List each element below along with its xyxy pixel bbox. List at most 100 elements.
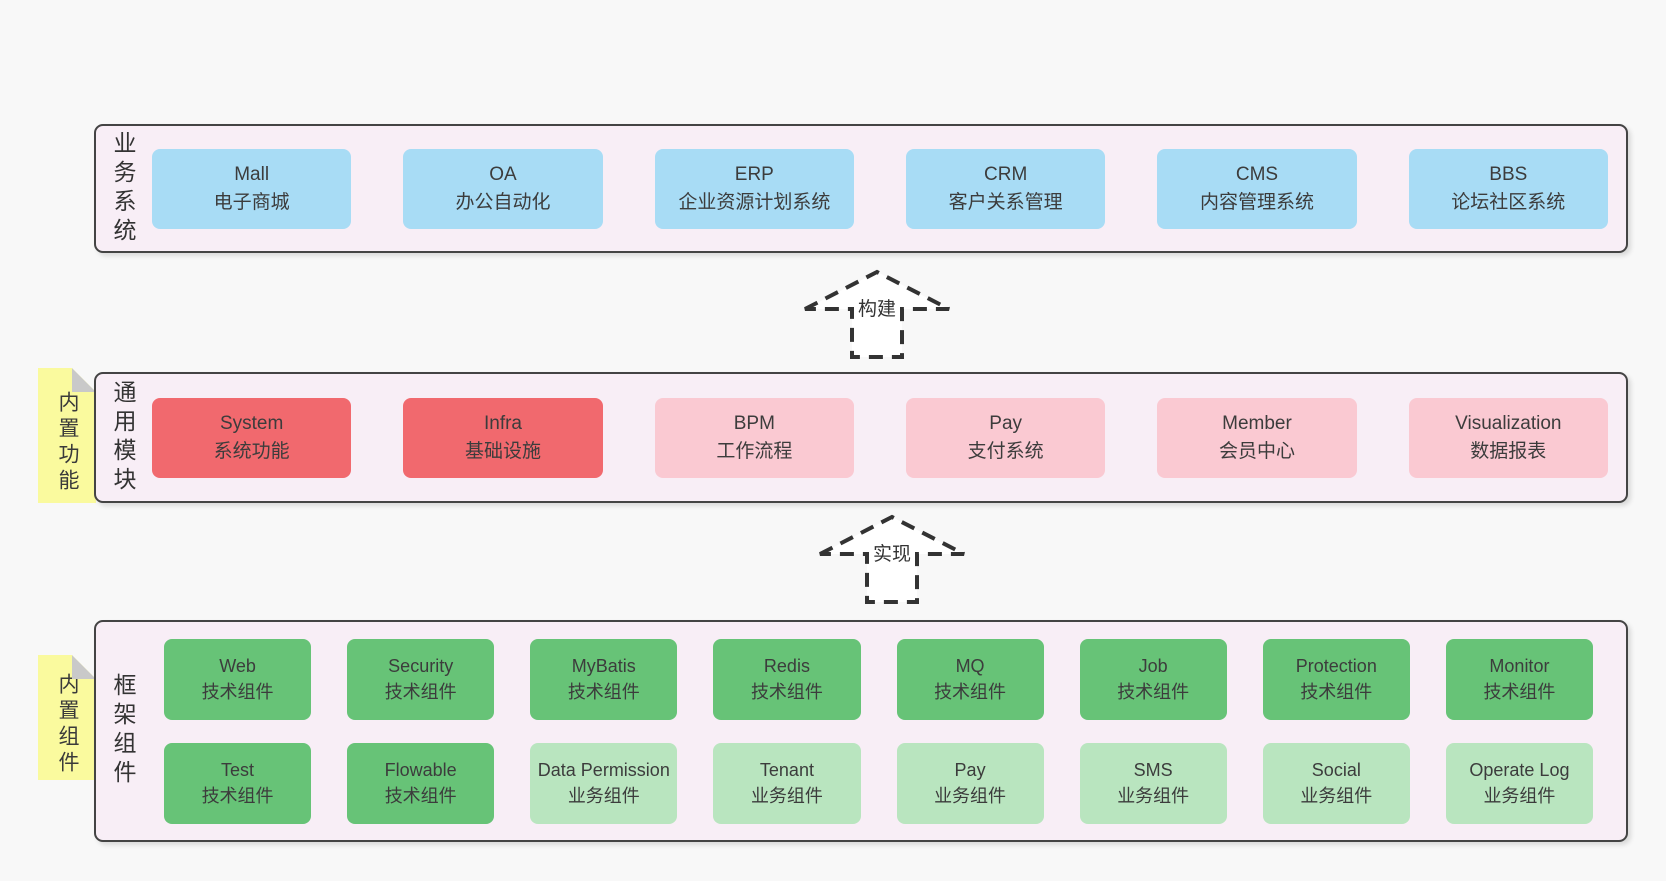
box-title: MyBatis <box>571 655 636 676</box>
sticky-note-builtin-features: 内置功能 <box>38 368 96 503</box>
box-social: Social 业务组件 <box>1262 742 1410 824</box>
business-box-row: Mall 电子商城 OA 办公自动化 ERP 企业资源计划系统 CRM 客户关系… <box>140 148 1626 229</box>
arrow-build: 构建 <box>802 269 952 361</box>
box-subtitle: 基础设施 <box>464 440 541 462</box>
box-subtitle: 企业资源计划系统 <box>678 191 831 213</box>
box-title: Social <box>1311 759 1361 780</box>
box-subtitle: 业务组件 <box>750 786 823 806</box>
box-title: Web <box>219 655 256 676</box>
box-title: Visualization <box>1455 412 1562 434</box>
box-subtitle: 客户关系管理 <box>948 191 1063 213</box>
box-subtitle: 技术组件 <box>384 682 457 702</box>
box-subtitle: 技术组件 <box>384 786 457 806</box>
box-title: ERP <box>734 163 774 185</box>
box-erp: ERP 企业资源计划系统 <box>654 148 854 229</box>
box-subtitle: 技术组件 <box>201 682 274 702</box>
box-subtitle: 业务组件 <box>1483 786 1556 806</box>
box-sms: SMS 业务组件 <box>1079 742 1227 824</box>
folded-corner-icon <box>72 368 96 392</box>
box-subtitle: 工作流程 <box>716 440 793 462</box>
framework-box-rows: Web 技术组件 Security 技术组件 MyBatis 技术组件 Redi… <box>140 638 1626 824</box>
box-monitor: Monitor 技术组件 <box>1445 638 1593 720</box>
box-subtitle: 数据报表 <box>1470 440 1547 462</box>
box-bpm: BPM 工作流程 <box>654 397 854 478</box>
box-job: Job 技术组件 <box>1079 638 1227 720</box>
box-title: Protection <box>1295 655 1377 676</box>
folded-corner-icon <box>72 655 96 679</box>
box-title: CMS <box>1235 163 1279 185</box>
box-subtitle: 会员中心 <box>1218 440 1295 462</box>
box-cms: CMS 内容管理系统 <box>1157 148 1357 229</box>
box-visualization: Visualization 数据报表 <box>1408 397 1608 478</box>
box-subtitle: 内容管理系统 <box>1199 191 1314 213</box>
box-title: System <box>219 412 284 434</box>
modules-box-row: System 系统功能 Infra 基础设施 BPM 工作流程 Pay 支付系统… <box>140 397 1626 478</box>
box-subtitle: 业务组件 <box>567 786 640 806</box>
box-subtitle: 系统功能 <box>213 440 290 462</box>
box-subtitle: 技术组件 <box>1117 682 1190 702</box>
box-subtitle: 技术组件 <box>1300 682 1373 702</box>
box-subtitle: 业务组件 <box>934 786 1007 806</box>
box-tenant: Tenant 业务组件 <box>713 742 861 824</box>
note-builtin-features-label: 内置功能 <box>56 390 79 495</box>
box-title: Job <box>1138 655 1168 676</box>
box-web: Web 技术组件 <box>164 638 312 720</box>
box-subtitle: 技术组件 <box>750 682 823 702</box>
framework-row-1: Web 技术组件 Security 技术组件 MyBatis 技术组件 Redi… <box>152 638 1626 720</box>
box-subtitle: 技术组件 <box>1483 682 1556 702</box>
box-member: Member 会员中心 <box>1157 397 1357 478</box>
layer-common-modules: 通用模块 System 系统功能 Infra 基础设施 BPM 工作流程 Pay… <box>94 372 1628 503</box>
arrow-implement-label: 实现 <box>869 538 915 567</box>
box-title: Data Permission <box>537 759 670 780</box>
layer-business-systems: 业务系统 Mall 电子商城 OA 办公自动化 ERP 企业资源计划系统 CRM… <box>94 124 1628 253</box>
box-flowable: Flowable 技术组件 <box>347 742 495 824</box>
box-title: CRM <box>984 163 1028 185</box>
layer-framework-label: 框架组件 <box>110 673 136 789</box>
arrow-implement: 实现 <box>817 514 967 606</box>
box-title: BBS <box>1489 163 1528 185</box>
box-title: OA <box>489 163 517 185</box>
box-title: SMS <box>1133 759 1173 780</box>
box-subtitle: 技术组件 <box>934 682 1007 702</box>
box-subtitle: 电子商城 <box>213 191 290 213</box>
box-subtitle: 业务组件 <box>1117 786 1190 806</box>
box-crm: CRM 客户关系管理 <box>905 148 1106 229</box>
box-subtitle: 办公自动化 <box>455 191 551 213</box>
box-pay-component: Pay 业务组件 <box>896 742 1044 824</box>
box-title: Tenant <box>759 759 814 780</box>
box-title: Mall <box>234 163 270 185</box>
box-title: Test <box>221 759 255 780</box>
box-title: Pay <box>954 759 986 780</box>
box-subtitle: 技术组件 <box>567 682 640 702</box>
box-title: Flowable <box>384 759 457 780</box>
box-mybatis: MyBatis 技术组件 <box>530 638 678 720</box>
box-oa: OA 办公自动化 <box>403 148 603 229</box>
box-system: System 系统功能 <box>152 397 352 478</box>
box-bbs: BBS 论坛社区系统 <box>1408 148 1608 229</box>
box-title: Infra <box>483 412 522 434</box>
arrow-build-label: 构建 <box>854 293 900 322</box>
box-pay-system: Pay 支付系统 <box>905 397 1106 478</box>
box-mall: Mall 电子商城 <box>152 148 352 229</box>
sticky-note-builtin-components: 内置组件 <box>38 655 96 780</box>
box-subtitle: 支付系统 <box>967 440 1044 462</box>
box-title: MQ <box>955 655 985 676</box>
box-title: BPM <box>733 412 775 434</box>
box-subtitle: 业务组件 <box>1300 786 1373 806</box>
box-title: Member <box>1222 412 1292 434</box>
box-title: Monitor <box>1489 655 1550 676</box>
box-subtitle: 论坛社区系统 <box>1451 191 1566 213</box>
box-title: Security <box>388 655 454 676</box>
note-builtin-components-label: 内置组件 <box>56 672 79 777</box>
box-security: Security 技术组件 <box>347 638 495 720</box>
box-mq: MQ 技术组件 <box>896 638 1044 720</box>
box-subtitle: 技术组件 <box>201 786 274 806</box>
box-title: Pay <box>989 412 1023 434</box>
box-protection: Protection 技术组件 <box>1262 638 1410 720</box>
box-test: Test 技术组件 <box>164 742 312 824</box>
box-title: Operate Log <box>1469 759 1570 780</box>
box-infra: Infra 基础设施 <box>403 397 603 478</box>
layer-framework-components: 框架组件 Web 技术组件 Security 技术组件 MyBatis 技术组件… <box>94 620 1628 842</box>
layer-modules-label: 通用模块 <box>110 379 136 496</box>
box-redis: Redis 技术组件 <box>713 638 861 720</box>
